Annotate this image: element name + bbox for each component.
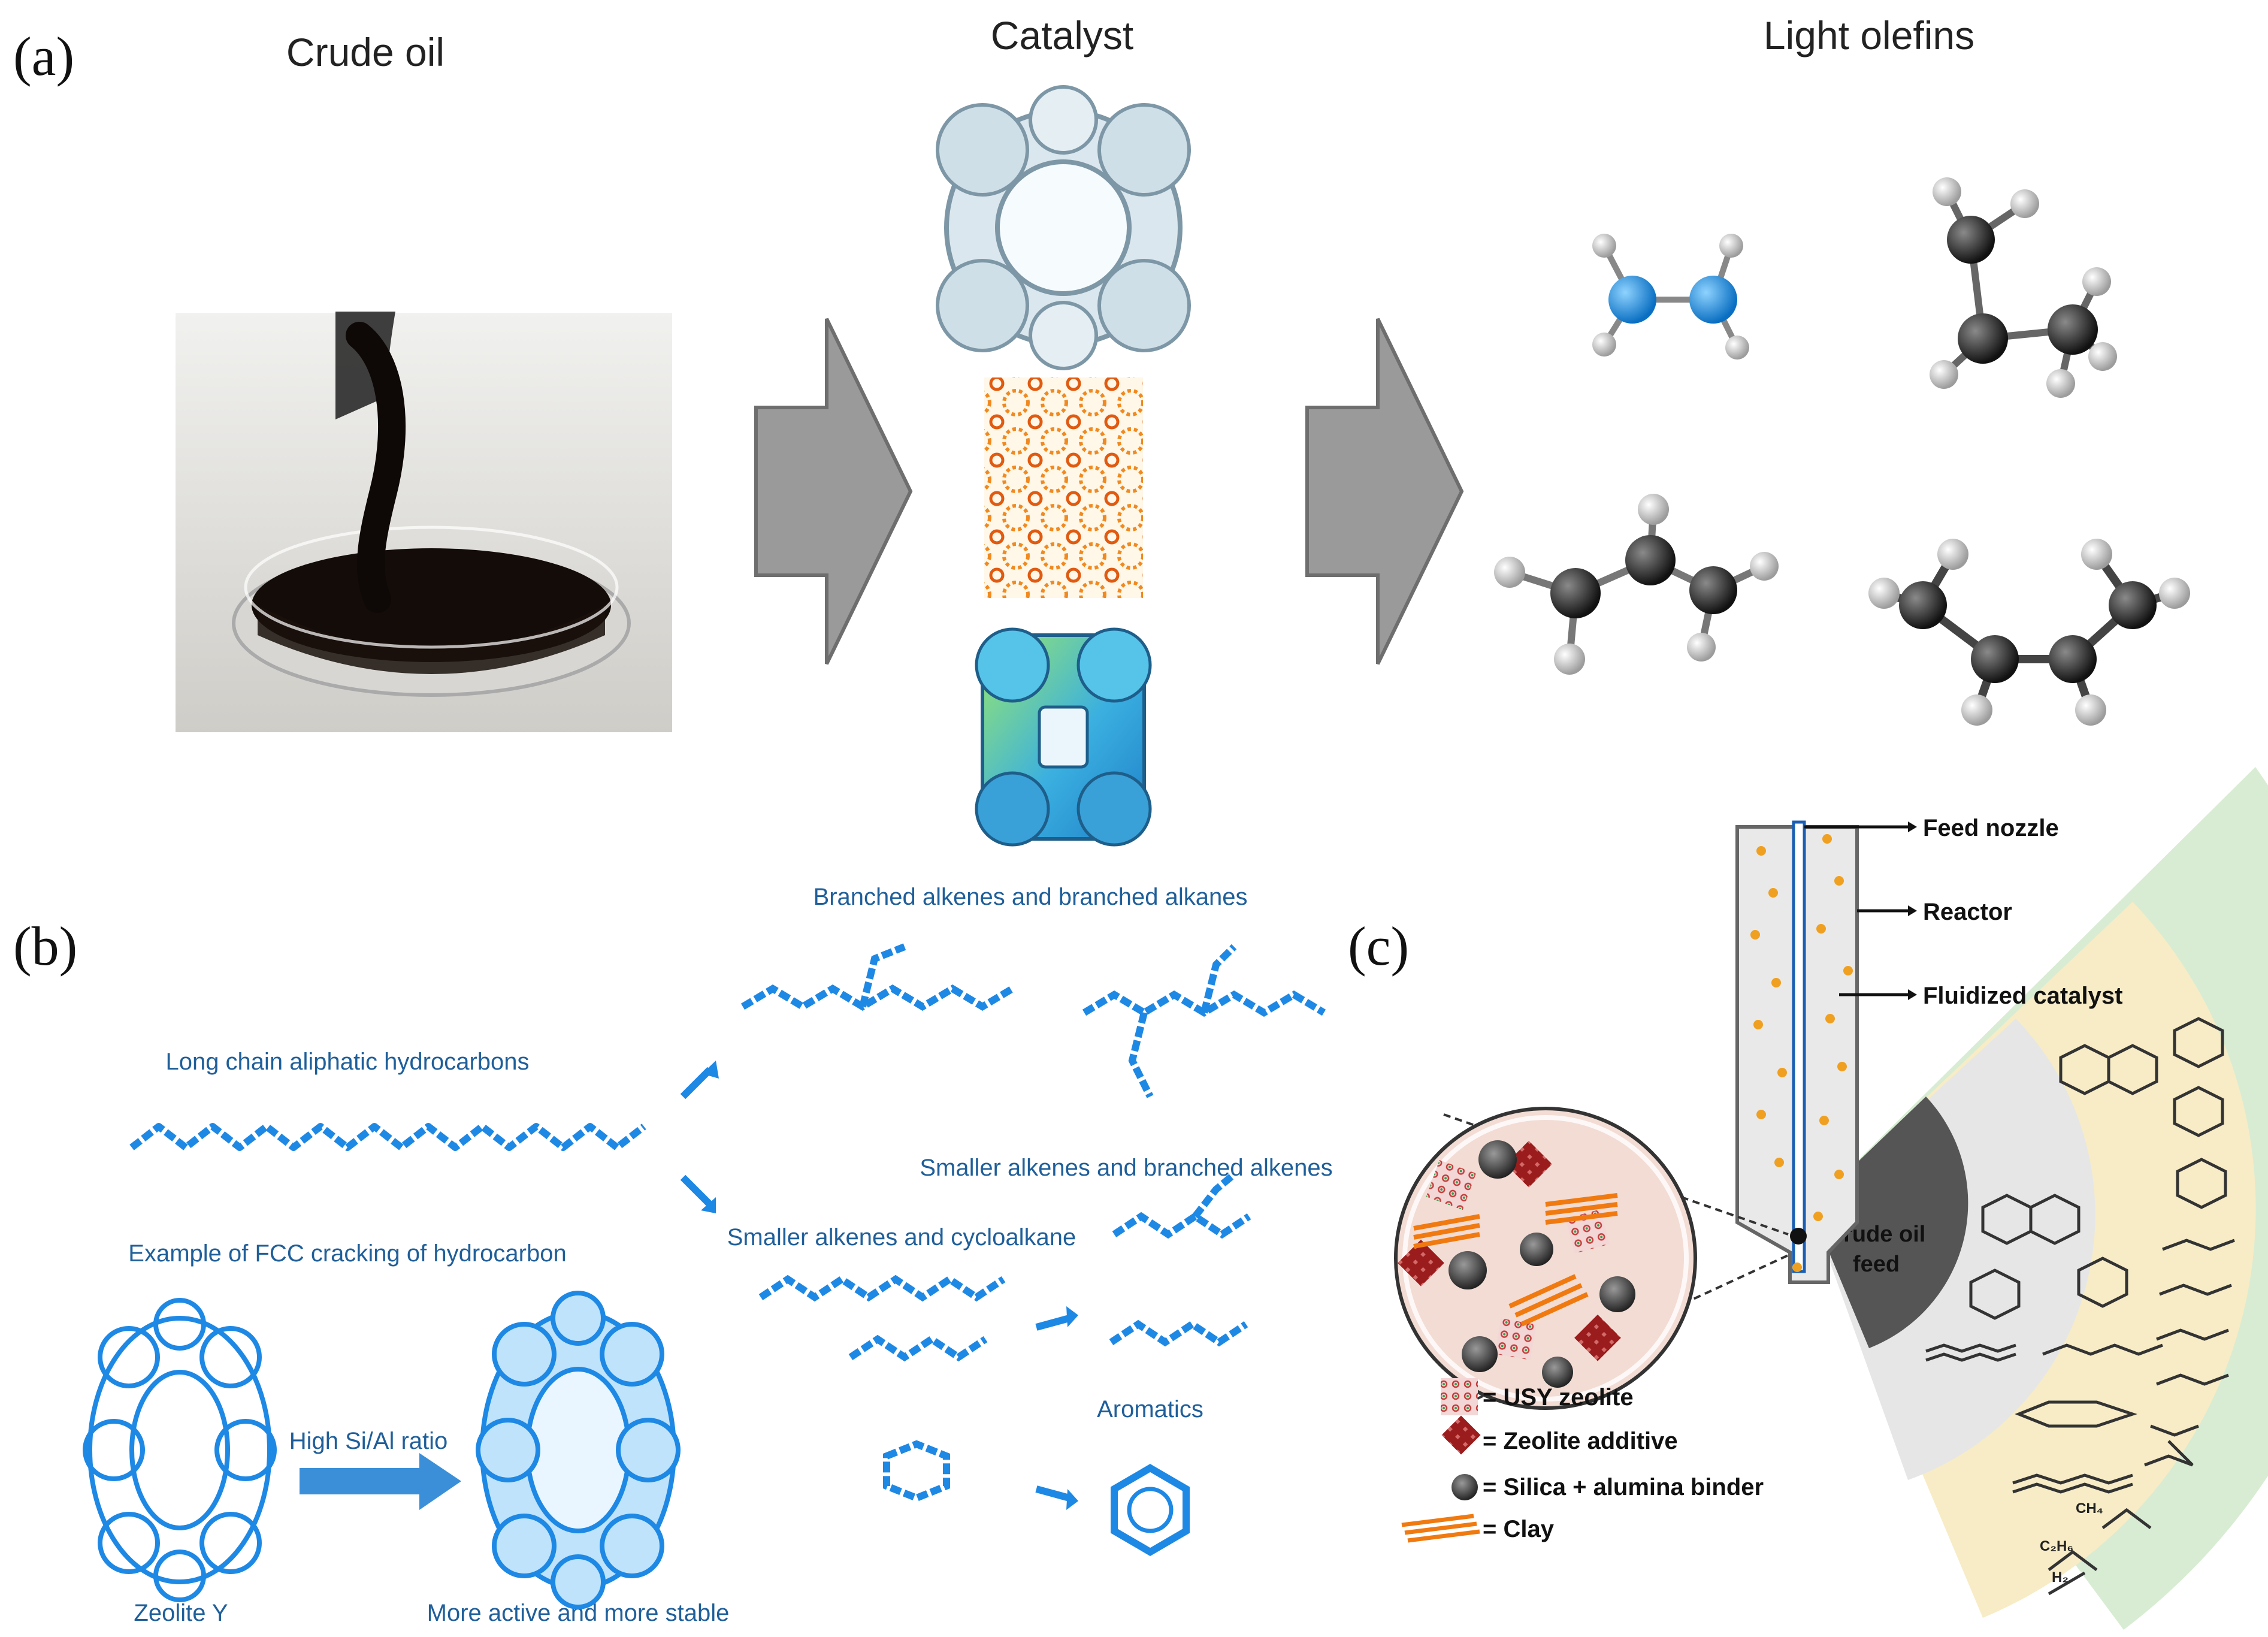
legend-additive-swatch xyxy=(1441,1415,1481,1455)
catalyst-particles xyxy=(1750,834,1853,1272)
label-branched: Branched alkenes and branched alkanes xyxy=(814,884,1248,910)
formula-ch4: CH₄ xyxy=(2076,1500,2103,1517)
crude-oil-title: Crude oil xyxy=(286,30,444,74)
legend-usy-swatch xyxy=(1441,1378,1478,1415)
label-reactor: Reactor xyxy=(1923,899,2012,925)
product-fan xyxy=(1810,767,2268,1630)
legend-additive: = Zeolite additive xyxy=(1483,1428,1678,1454)
legend-clay: = Clay xyxy=(1483,1516,1555,1542)
arrow-to-olefins xyxy=(1305,318,1464,665)
smaller-branched-molecule xyxy=(1112,1212,1251,1239)
light-olefins-title: Light olefins xyxy=(1764,13,1974,58)
label-feed-nozzle: Feed nozzle xyxy=(1923,815,2059,841)
label-high-si-al: High Si/Al ratio xyxy=(289,1428,448,1454)
legend-binder-swatch xyxy=(1451,1474,1478,1500)
fcc-reactor xyxy=(1735,820,1859,1284)
zeolite-framework-3 xyxy=(975,627,1152,847)
legend-clay-swatch xyxy=(1401,1514,1480,1543)
zeolite-y-cage xyxy=(83,1298,277,1602)
molecule-butene xyxy=(1868,539,2190,726)
branched-molecule-2-branch-b xyxy=(1128,1011,1154,1098)
small-arrows xyxy=(680,1061,1078,1510)
label-long-chain: Long chain aliphatic hydrocarbons xyxy=(165,1049,529,1075)
molecule-propane xyxy=(1494,494,1779,675)
aromatic-ring xyxy=(1111,1464,1190,1556)
label-smaller-branched: Smaller alkenes and branched alkenes xyxy=(920,1155,1332,1181)
crude-oil-feed-line2: feed xyxy=(1853,1252,1900,1277)
label-fluidized-catalyst: Fluidized catalyst xyxy=(1923,983,2122,1009)
smaller-alkene-right xyxy=(1109,1319,1248,1347)
panel-b-label: (b) xyxy=(13,916,77,977)
legend-usy: = USY zeolite xyxy=(1483,1384,1634,1411)
branched-molecule-2-branch-a xyxy=(1200,944,1237,1014)
legend-binder: = Silica + alumina binder xyxy=(1483,1474,1764,1500)
cycloalkane xyxy=(883,1440,950,1502)
label-smaller-cyclo: Smaller alkenes and cycloalkane xyxy=(727,1224,1076,1251)
molecule-propene xyxy=(1930,177,2117,398)
crude-oil-photo xyxy=(176,312,672,732)
catalyst-particle-zoom xyxy=(1394,1107,1789,1415)
reactor-pointers xyxy=(1804,821,1917,1000)
zeolite-framework-1 xyxy=(936,85,1191,370)
label-aromatics: Aromatics xyxy=(1097,1396,1203,1422)
catalyst-title: Catalyst xyxy=(991,13,1133,58)
smaller-alkene-2 xyxy=(848,1334,988,1362)
product-structures xyxy=(1925,1017,2235,1596)
formula-c2h6: C₂H₆ xyxy=(2040,1538,2073,1554)
molecule-blue xyxy=(1592,234,1749,360)
panel-c-label: (c) xyxy=(1348,916,1409,977)
smaller-alkene-1 xyxy=(758,1274,1006,1302)
legend: = USY zeolite = Zeolite additive = Silic… xyxy=(1401,1378,1764,1543)
branched-molecule-1 xyxy=(740,984,1015,1011)
label-fcc-example: Example of FCC cracking of hydrocarbon xyxy=(128,1240,566,1267)
label-zeolite-y: Zeolite Y xyxy=(134,1600,228,1626)
arrow-to-catalyst xyxy=(754,318,913,665)
zeolite-framework-2 xyxy=(984,377,1143,598)
smaller-branched-molecule-branch xyxy=(1192,1171,1236,1219)
branched-molecule-1-branch xyxy=(859,943,906,1008)
long-chain-hydrocarbon xyxy=(129,1123,646,1151)
high-si-al-arrow xyxy=(300,1453,461,1510)
stable-zeolite-cage xyxy=(476,1291,681,1609)
panel-a-label: (a) xyxy=(13,26,74,87)
formula-h2: H₂ xyxy=(2052,1569,2069,1585)
